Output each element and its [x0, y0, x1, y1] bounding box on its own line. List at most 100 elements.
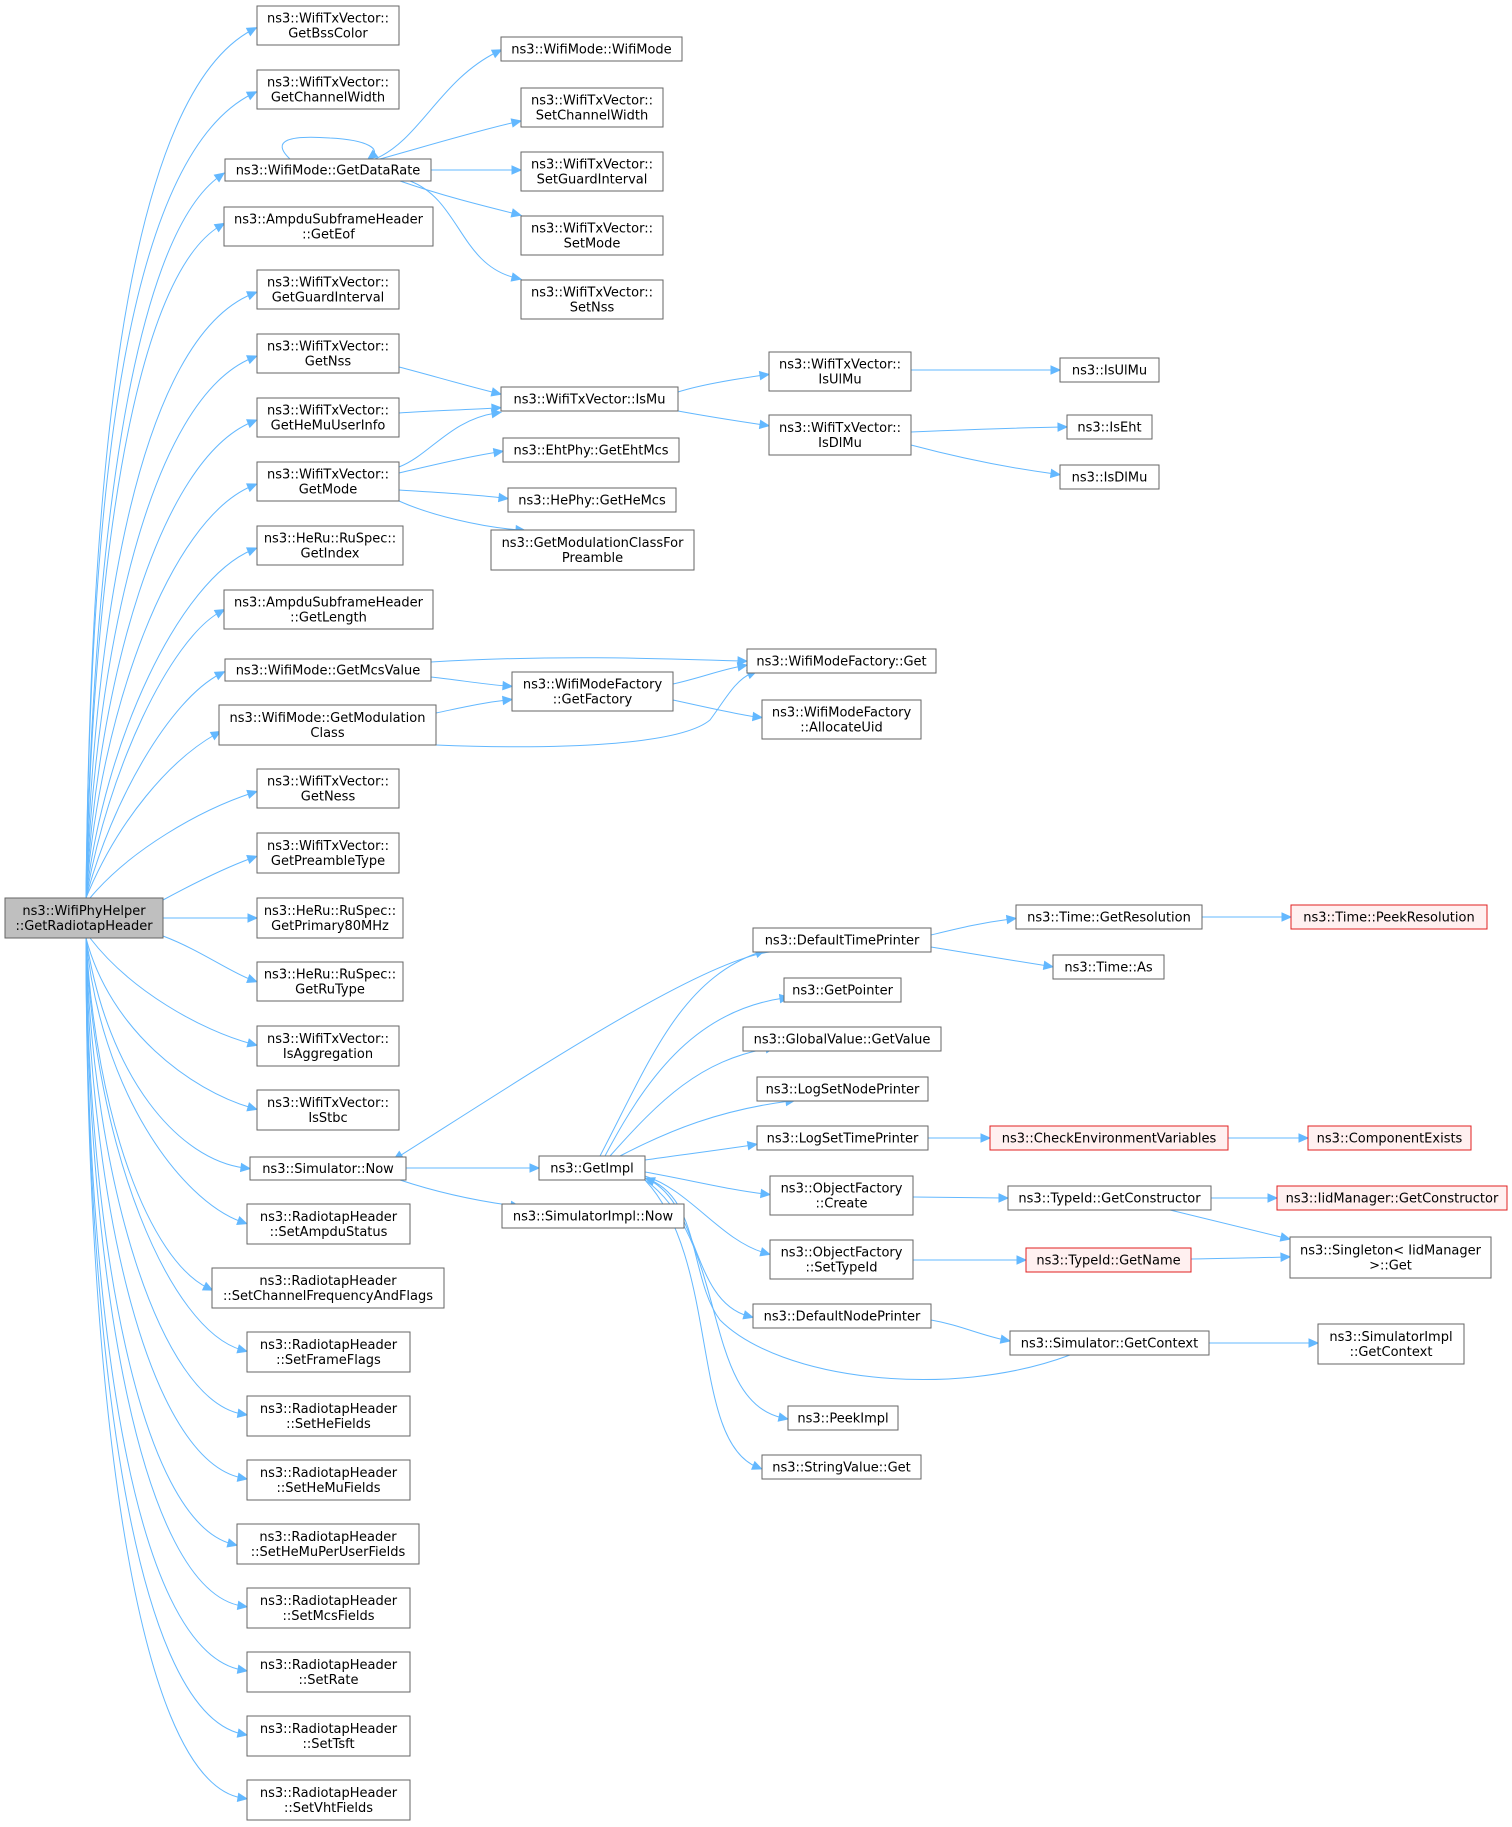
node-getHeMcs[interactable]: ns3::HePhy::GetHeMcs — [507, 487, 677, 513]
node-setMcsFields[interactable]: ns3::RadiotapHeader::SetMcsFields — [246, 1587, 411, 1629]
arrowhead — [1280, 1252, 1292, 1262]
node-label: ns3::Simulator::Now — [262, 1162, 394, 1177]
node-simImplNow[interactable]: ns3::SimulatorImpl::Now — [501, 1203, 685, 1229]
node-getIndex[interactable]: ns3::HeRu::RuSpec::GetIndex — [256, 525, 404, 566]
node-getNess[interactable]: ns3::WifiTxVector::GetNess — [256, 768, 400, 809]
edge-line — [85, 937, 243, 1735]
node-getMcsValue[interactable]: ns3::WifiMode::GetMcsValue — [224, 658, 432, 682]
node-typeIdGetName[interactable]: ns3::TypeId::GetName — [1025, 1247, 1192, 1273]
node-globalGetValue[interactable]: ns3::GlobalValue::GetValue — [742, 1026, 942, 1052]
node-label: Class — [310, 726, 344, 741]
edge-line — [85, 937, 243, 1479]
node-isDlMu[interactable]: ns3::IsDlMu — [1059, 464, 1160, 490]
node-isEht[interactable]: ns3::IsEht — [1066, 414, 1153, 440]
arrowhead — [490, 408, 503, 419]
node-setFrameFlags[interactable]: ns3::RadiotapHeader::SetFrameFlags — [246, 1331, 411, 1373]
edge-line — [644, 1177, 749, 1317]
node-wifiModeCtor[interactable]: ns3::WifiMode::WifiMode — [500, 36, 683, 62]
edge-line — [89, 937, 253, 1045]
node-getChannelWidth[interactable]: ns3::WifiTxVector::GetChannelWidth — [256, 69, 400, 110]
node-setVhtFields[interactable]: ns3::RadiotapHeader::SetVhtFields — [246, 1779, 411, 1821]
node-isUlMuVec[interactable]: ns3::WifiTxVector::IsUlMu — [768, 351, 912, 392]
node-setGuardInterval[interactable]: ns3::WifiTxVector::SetGuardInterval — [520, 151, 664, 192]
node-getMode[interactable]: ns3::WifiTxVector::GetMode — [256, 461, 400, 502]
node-getModulationClass[interactable]: ns3::WifiMode::GetModulationClass — [218, 704, 437, 746]
node-isDlMuVec[interactable]: ns3::WifiTxVector::IsDlMu — [768, 414, 912, 456]
node-defaultTimePrinter[interactable]: ns3::DefaultTimePrinter — [752, 927, 932, 953]
node-peekImpl[interactable]: ns3::PeekImpl — [787, 1405, 899, 1431]
node-setTsft[interactable]: ns3::RadiotapHeader::SetTsft — [246, 1715, 411, 1757]
node-typeIdGetConstructor[interactable]: ns3::TypeId::GetConstructor — [1007, 1185, 1212, 1211]
node-getFactory[interactable]: ns3::WifiModeFactory::GetFactory — [511, 671, 674, 712]
arrowhead — [246, 419, 258, 429]
node-objFactoryCreate[interactable]: ns3::ObjectFactory::Create — [769, 1175, 914, 1216]
node-getDataRate[interactable]: ns3::WifiMode::GetDataRate — [224, 158, 432, 182]
node-getEof[interactable]: ns3::AmpduSubframeHeader::GetEof — [223, 206, 434, 247]
node-label: ns3::WifiTxVector:: — [267, 12, 389, 27]
node-isMu[interactable]: ns3::WifiTxVector::IsMu — [500, 386, 679, 412]
node-setChannelFreq[interactable]: ns3::RadiotapHeader::SetChannelFrequency… — [211, 1267, 445, 1309]
node-setHeMuPerUser[interactable]: ns3::RadiotapHeader::SetHeMuPerUserField… — [236, 1523, 420, 1565]
node-setHeFields[interactable]: ns3::RadiotapHeader::SetHeFields — [246, 1395, 411, 1437]
node-getNss[interactable]: ns3::WifiTxVector::GetNss — [256, 333, 400, 374]
node-label: ns3::Time::PeekResolution — [1303, 911, 1474, 926]
edge-line — [85, 93, 253, 899]
node-checkEnvVars[interactable]: ns3::CheckEnvironmentVariables — [989, 1125, 1229, 1151]
node-setAmpduStatus[interactable]: ns3::RadiotapHeader::SetAmpduStatus — [246, 1203, 411, 1245]
node-objFactorySetTypeId[interactable]: ns3::ObjectFactory::SetTypeId — [769, 1239, 914, 1280]
node-logSetNodePrinter[interactable]: ns3::LogSetNodePrinter — [756, 1076, 929, 1102]
edge-defaultTimePrinter-to-timeAs — [930, 946, 1055, 971]
node-label: ns3::WifiTxVector:: — [267, 404, 389, 419]
node-simImplGetContext[interactable]: ns3::SimulatorImpl::GetContext — [1317, 1323, 1465, 1365]
node-simNow[interactable]: ns3::Simulator::Now — [249, 1156, 407, 1181]
node-setRate[interactable]: ns3::RadiotapHeader::SetRate — [246, 1651, 411, 1693]
node-factoryGet[interactable]: ns3::WifiModeFactory::Get — [746, 648, 937, 674]
node-isAggregation[interactable]: ns3::WifiTxVector::IsAggregation — [256, 1025, 400, 1067]
node-isStbc[interactable]: ns3::WifiTxVector::IsStbc — [256, 1089, 400, 1131]
node-setNss[interactable]: ns3::WifiTxVector::SetNss — [520, 279, 664, 320]
edge-getMcsValue-to-factoryGet — [430, 656, 749, 666]
edge-root-to-getHeMuUserInfo — [85, 419, 258, 899]
node-allocateUid[interactable]: ns3::WifiModeFactory::AllocateUid — [761, 699, 922, 740]
node-getPrimary80MHz[interactable]: ns3::HeRu::RuSpec::GetPrimary80MHz — [256, 897, 404, 939]
node-timeGetResolution[interactable]: ns3::Time::GetResolution — [1015, 904, 1203, 930]
node-setMode[interactable]: ns3::WifiTxVector::SetMode — [520, 215, 664, 256]
node-root[interactable]: ns3::WifiPhyHelper::GetRadiotapHeader — [4, 897, 164, 939]
node-getLength[interactable]: ns3::AmpduSubframeHeader::GetLength — [223, 589, 434, 630]
node-logSetTimePrinter[interactable]: ns3::LogSetTimePrinter — [756, 1125, 929, 1151]
node-iidGetConstructor[interactable]: ns3::IidManager::GetConstructor — [1276, 1185, 1508, 1211]
node-getEhtMcs[interactable]: ns3::EhtPhy::GetEhtMcs — [502, 437, 680, 463]
node-getRuType[interactable]: ns3::HeRu::RuSpec::GetRuType — [256, 961, 404, 1002]
arrowhead — [246, 291, 258, 301]
node-peekResolution[interactable]: ns3::Time::PeekResolution — [1290, 904, 1488, 930]
node-getHeMuUserInfo[interactable]: ns3::WifiTxVector::GetHeMuUserInfo — [256, 397, 400, 438]
node-defaultNodePrinter[interactable]: ns3::DefaultNodePrinter — [752, 1303, 932, 1329]
edge-root-to-setHeMuFields — [85, 937, 249, 1482]
node-timeAs[interactable]: ns3::Time::As — [1052, 954, 1165, 980]
node-getPreambleType[interactable]: ns3::WifiTxVector::GetPreambleType — [256, 832, 400, 874]
node-label: ns3::HeRu::RuSpec:: — [264, 532, 396, 547]
node-box — [246, 1459, 411, 1501]
node-setHeMuFields[interactable]: ns3::RadiotapHeader::SetHeMuFields — [246, 1459, 411, 1501]
node-label: ::GetRadiotapHeader — [15, 919, 153, 934]
node-isUlMu[interactable]: ns3::IsUlMu — [1059, 357, 1160, 383]
node-label: ::SetTypeId — [805, 1261, 877, 1276]
node-componentExists[interactable]: ns3::ComponentExists — [1307, 1125, 1472, 1151]
node-label: ns3::GetImpl — [550, 1162, 634, 1177]
node-label: ns3::WifiTxVector::IsMu — [513, 393, 665, 408]
arrowhead — [213, 608, 226, 619]
edge-getDataRate-to-setNss — [409, 180, 523, 282]
node-getImpl[interactable]: ns3::GetImpl — [538, 1155, 646, 1181]
node-label: GetGuardInterval — [272, 291, 385, 306]
arrowhead — [246, 547, 258, 557]
node-simGetContext[interactable]: ns3::Simulator::GetContext — [1009, 1330, 1210, 1356]
node-getPointer[interactable]: ns3::GetPointer — [783, 977, 902, 1003]
node-setChannelWidth[interactable]: ns3::WifiTxVector::SetChannelWidth — [520, 87, 664, 128]
node-box — [520, 87, 664, 128]
node-label: ns3::GetPointer — [792, 984, 893, 999]
node-getGuardInterval[interactable]: ns3::WifiTxVector::GetGuardInterval — [256, 269, 400, 310]
node-getBssColor[interactable]: ns3::WifiTxVector::GetBssColor — [256, 5, 400, 46]
node-singletonGet[interactable]: ns3::Singleton< IidManager>::Get — [1289, 1236, 1492, 1279]
node-stringValueGet[interactable]: ns3::StringValue::Get — [761, 1454, 922, 1480]
